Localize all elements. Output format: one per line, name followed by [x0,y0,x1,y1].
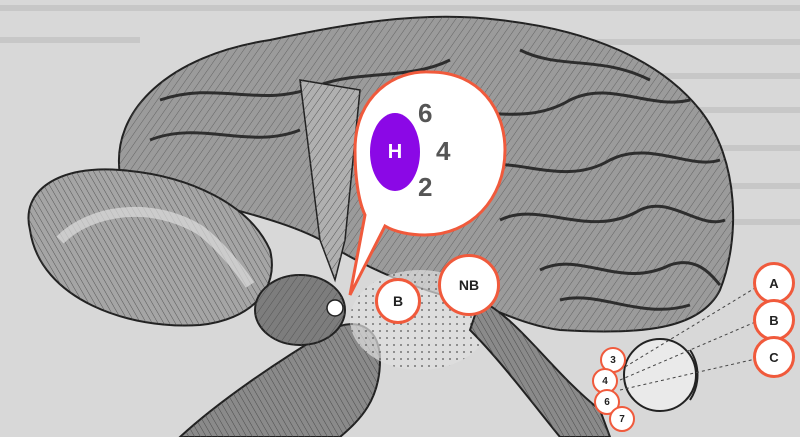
bubble-number-4: 4 [436,136,451,166]
marker-6-label: 6 [604,396,610,408]
marker-c[interactable]: C [753,336,795,378]
marker-7[interactable]: 7 [609,406,635,432]
marker-nb-label: NB [458,277,480,293]
bubble-number-6: 6 [418,98,433,128]
h-label: H [387,140,403,163]
marker-a[interactable]: A [753,262,795,304]
marker-b-right-label: B [769,312,779,328]
marker-nb[interactable]: NB [438,254,500,316]
ray-lines [619,284,761,391]
bubble-number-2: 2 [418,172,433,202]
marker-3-label: 3 [610,354,616,366]
marker-b-center-label: B [392,293,404,309]
marker-7-label: 7 [619,413,625,425]
marker-b-center[interactable]: B [375,278,421,324]
marker-a-label: A [769,275,779,291]
marker-c-label: C [769,349,779,365]
marker-4-label: 4 [602,375,608,387]
marker-b-right[interactable]: B [753,299,795,341]
h-oval-marker: H [370,113,420,191]
